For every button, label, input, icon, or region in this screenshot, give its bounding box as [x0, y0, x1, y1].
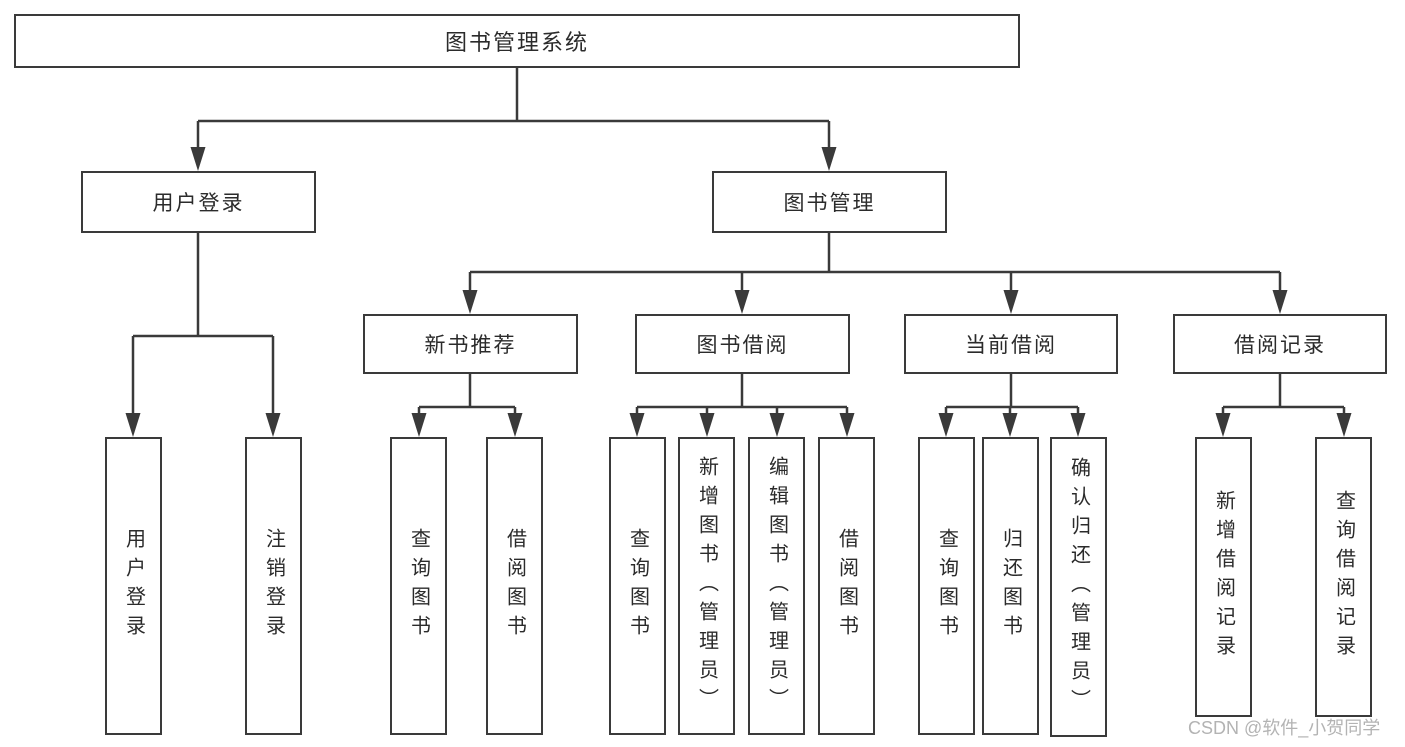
arrow-down-icon: [411, 413, 427, 437]
leaf-return-books: 归还图书: [982, 437, 1039, 735]
node-current-borrowing: 当前借阅: [904, 314, 1118, 374]
leaf-newbooks-query-books: 查询图书: [390, 437, 447, 735]
leaf-borrow-query-books: 查询图书: [609, 437, 666, 735]
arrow-down-icon: [1070, 413, 1086, 437]
leaf-borrow-borrow-books: 借阅图书: [818, 437, 875, 735]
arrow-down-icon: [125, 413, 141, 437]
leaf-user-login: 用户登录: [105, 437, 162, 735]
arrow-down-icon: [839, 413, 855, 437]
leaf-edit-books-admin: 编辑图书（管理员）: [748, 437, 805, 735]
arrow-down-icon: [734, 290, 750, 314]
watermark: CSDN @软件_小贺同学: [1188, 718, 1381, 738]
leaf-add-books-admin: 新增图书（管理员）: [678, 437, 735, 735]
node-new-book-recommend: 新书推荐: [363, 314, 578, 374]
arrow-down-icon: [1003, 290, 1019, 314]
leaf-add-borrow-record: 新增借阅记录: [1195, 437, 1252, 717]
leaf-confirm-return-admin: 确认归还（管理员）: [1050, 437, 1107, 737]
arrow-down-icon: [462, 290, 478, 314]
arrow-down-icon: [507, 413, 523, 437]
node-book-management: 图书管理: [712, 171, 947, 233]
arrow-down-icon: [1336, 413, 1352, 437]
node-book-borrowing: 图书借阅: [635, 314, 850, 374]
leaf-logout: 注销登录: [245, 437, 302, 735]
leaf-query-borrow-record: 查询借阅记录: [1315, 437, 1372, 717]
node-user-login: 用户登录: [81, 171, 316, 233]
arrow-down-icon: [629, 413, 645, 437]
arrow-down-icon: [190, 147, 206, 171]
arrow-down-icon: [769, 413, 785, 437]
arrow-down-icon: [1002, 413, 1018, 437]
arrow-down-icon: [699, 413, 715, 437]
arrow-down-icon: [821, 147, 837, 171]
arrow-down-icon: [1272, 290, 1288, 314]
node-borrowing-records: 借阅记录: [1173, 314, 1387, 374]
arrow-down-icon: [938, 413, 954, 437]
node-library-management-system: 图书管理系统: [14, 14, 1020, 68]
arrow-down-icon: [1215, 413, 1231, 437]
leaf-newbooks-borrow-books: 借阅图书: [486, 437, 543, 735]
leaf-current-query-books: 查询图书: [918, 437, 975, 735]
arrow-down-icon: [265, 413, 281, 437]
